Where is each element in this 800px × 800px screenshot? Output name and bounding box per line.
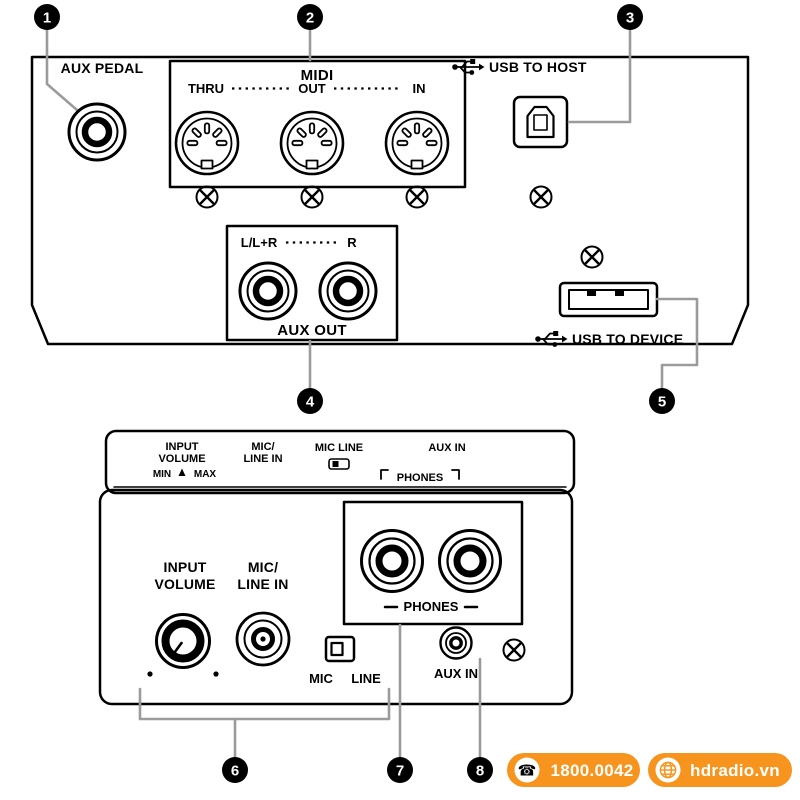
input-volume-label-2: VOLUME bbox=[154, 576, 215, 592]
website-badge-bg bbox=[648, 753, 792, 787]
callout-5-line bbox=[655, 297, 699, 389]
strip-aux-in-label: AUX IN bbox=[428, 442, 465, 454]
callout-7-number: 7 bbox=[396, 763, 404, 780]
screw-usb-host bbox=[529, 185, 553, 209]
strip-min-label: MIN bbox=[153, 469, 171, 480]
phones-jack-left bbox=[362, 531, 423, 592]
callout-6: 6 bbox=[222, 757, 248, 783]
mic-label: MIC bbox=[309, 671, 333, 686]
screw-usb-device bbox=[580, 245, 604, 269]
callout-6-bracket bbox=[138, 687, 391, 721]
callout-1-line bbox=[45, 28, 79, 112]
midi-title: MIDI bbox=[301, 67, 334, 84]
aux-out-right-label: R bbox=[347, 235, 357, 250]
callout-3-circle bbox=[617, 4, 643, 30]
website-badge: hdradio.vn bbox=[648, 753, 792, 787]
callout-1: 1 bbox=[34, 4, 60, 30]
front-panel: INPUT VOLUME MIN MAX MIC/ LINE IN MIC LI… bbox=[98, 429, 576, 783]
strip-input-label-2: VOLUME bbox=[158, 453, 205, 465]
rear-panel-outline bbox=[30, 55, 750, 346]
line-label: LINE bbox=[351, 671, 381, 686]
screw-midi-1 bbox=[195, 185, 219, 209]
hotline-badge: ☎ 1800.0042 bbox=[507, 753, 640, 787]
screw-midi-2 bbox=[300, 185, 324, 209]
callout-4: 4 bbox=[297, 388, 323, 414]
website-url: hdradio.vn bbox=[690, 761, 780, 780]
callout-5: 5 bbox=[649, 388, 675, 414]
aux-out-jack-right bbox=[320, 263, 376, 319]
usb-to-device-label: USB TO DEVICE bbox=[572, 331, 683, 347]
globe-icon bbox=[659, 761, 677, 779]
aux-pedal-label: AUX PEDAL bbox=[61, 60, 144, 76]
mic-line-in-label-2: LINE IN bbox=[237, 576, 288, 592]
aux-out-jack-left bbox=[240, 263, 296, 319]
aux-out-title: AUX OUT bbox=[277, 322, 347, 339]
phones-label: PHONES bbox=[404, 599, 459, 614]
callout-7-circle bbox=[387, 757, 413, 783]
footer-badges: ☎ 1800.0042 hdradio.vn bbox=[507, 753, 792, 787]
mic-line-switch bbox=[324, 635, 356, 663]
callout-1-circle bbox=[34, 4, 60, 30]
midi-in-connector bbox=[384, 110, 450, 176]
callout-8: 8 bbox=[467, 757, 493, 783]
callout-8-number: 8 bbox=[476, 763, 484, 780]
callout-5-circle bbox=[649, 388, 675, 414]
hotline-badge-bg bbox=[507, 753, 640, 787]
callout-6-number: 6 bbox=[231, 763, 239, 780]
strip-mic-line-switch-label: MIC LINE bbox=[315, 442, 363, 454]
strip-max-label: MAX bbox=[194, 469, 217, 480]
rear-panel: 1 AUX PEDAL 2 MIDI THRU OUT IN USB TO HO… bbox=[30, 4, 750, 414]
phones-box bbox=[342, 500, 524, 626]
callout-1-number: 1 bbox=[43, 10, 51, 27]
usb-b-port bbox=[512, 95, 569, 149]
callout-2-number: 2 bbox=[306, 10, 314, 27]
phones-bracket-left bbox=[380, 469, 389, 480]
callout-3-number: 3 bbox=[626, 10, 634, 27]
midi-thru-connector bbox=[174, 110, 240, 176]
callout-2-circle bbox=[297, 4, 323, 30]
strip-micline-label-1: MIC/ bbox=[251, 441, 274, 453]
aux-out-box bbox=[225, 224, 399, 342]
usb-a-port bbox=[558, 281, 659, 318]
strip-phones-label: PHONES bbox=[397, 472, 443, 484]
screw-front-panel bbox=[502, 638, 526, 662]
phones-jack-right bbox=[440, 531, 501, 592]
phones-bracket-right bbox=[451, 469, 460, 480]
strip-switch-icon bbox=[328, 458, 350, 470]
callout-3: 3 bbox=[617, 4, 643, 30]
mic-line-in-label-1: MIC/ bbox=[248, 559, 278, 575]
midi-thru-label: THRU bbox=[188, 81, 224, 96]
callout-6-circle bbox=[222, 757, 248, 783]
callout-2: 2 bbox=[297, 4, 323, 30]
input-volume-knob bbox=[147, 613, 219, 677]
callout-8-circle bbox=[467, 757, 493, 783]
mic-line-in-jack bbox=[237, 613, 289, 665]
callout-5-number: 5 bbox=[658, 394, 666, 411]
callout-4-number: 4 bbox=[306, 394, 315, 411]
phone-icon: ☎ bbox=[518, 763, 537, 780]
aux-in-jack bbox=[438, 625, 474, 661]
callout-7: 7 bbox=[387, 757, 413, 783]
callout-3-line bbox=[567, 28, 632, 124]
aux-in-label: AUX IN bbox=[434, 666, 478, 681]
front-panel-outline bbox=[98, 488, 574, 706]
input-volume-label-1: INPUT bbox=[164, 559, 207, 575]
front-panel-top-outline bbox=[104, 429, 576, 495]
midi-in-label: IN bbox=[413, 81, 426, 96]
callout-4-circle bbox=[297, 388, 323, 414]
midi-out-connector bbox=[279, 110, 345, 176]
hotline-icon-bg bbox=[514, 757, 540, 783]
screw-midi-3 bbox=[405, 185, 429, 209]
usb-to-host-label: USB TO HOST bbox=[489, 59, 587, 75]
strip-micline-label-2: LINE IN bbox=[243, 453, 282, 465]
aux-pedal-jack bbox=[69, 104, 125, 160]
knob-max-dot bbox=[213, 671, 219, 677]
strip-input-label-1: INPUT bbox=[166, 441, 199, 453]
hotline-number: 1800.0042 bbox=[550, 761, 633, 780]
midi-out-label: OUT bbox=[298, 81, 326, 96]
knob-min-dot bbox=[147, 671, 153, 677]
aux-out-left-label: L/L+R bbox=[241, 235, 278, 250]
knob-pointer-mark-icon bbox=[178, 468, 186, 476]
